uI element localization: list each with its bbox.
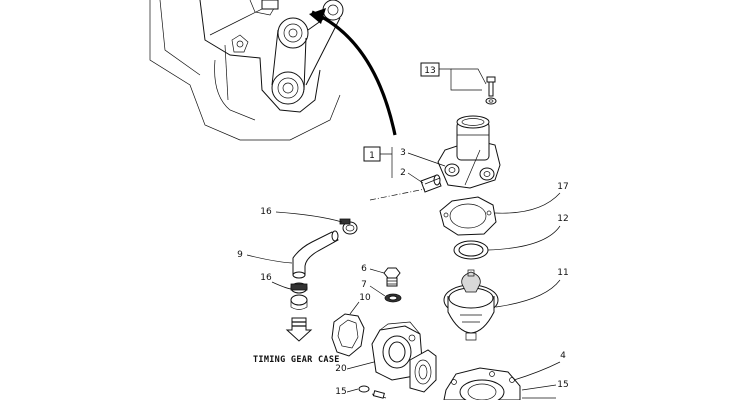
gasket-10: [331, 313, 365, 357]
housing-cover-4: [443, 367, 521, 400]
clamp-16-lower: [290, 282, 308, 310]
callout-20: 20: [335, 364, 347, 374]
crank-pulley: [271, 71, 305, 105]
alternator-pulley: [322, 0, 344, 21]
bolt-13: [485, 76, 497, 105]
timing-gear-case-label: TIMING GEAR CASE: [253, 355, 340, 365]
callout-10: 10: [359, 293, 371, 303]
callout-11: 11: [557, 268, 568, 278]
thermostat-11: [443, 269, 499, 341]
callout-7: 7: [361, 280, 367, 290]
location-arrow: [311, 10, 397, 136]
gasket-17: [439, 196, 497, 236]
drive-belt: [271, 17, 341, 91]
plug-6: [383, 267, 401, 287]
callout-16-upper: 16: [260, 207, 272, 217]
callout-12: 12: [557, 214, 568, 224]
clamp-16-upper: [339, 218, 358, 235]
callout-box-13: [420, 62, 440, 77]
down-arrow-icon: [285, 317, 313, 342]
housing-20: [371, 321, 437, 393]
callout-9: 9: [237, 250, 243, 260]
washer-7: [384, 293, 402, 303]
seal-ring-12: [453, 240, 489, 260]
callout-4: 4: [560, 351, 566, 361]
callout-17: 17: [557, 182, 568, 192]
engine-block: [149, 0, 344, 141]
callout-6: 6: [361, 264, 367, 274]
callout-15-right: 15: [557, 380, 568, 390]
callout-2: 2: [400, 168, 406, 178]
adapter-2: [420, 174, 442, 193]
callout-1: 1: [369, 151, 375, 161]
fan-pulley: [277, 17, 309, 49]
callout-13: 13: [424, 66, 435, 76]
water-outlet-housing: [437, 115, 501, 189]
callout-16-lower: 16: [260, 273, 272, 283]
callout-15-left: 15: [335, 387, 346, 397]
hose-9: [292, 230, 339, 279]
callout-3: 3: [400, 148, 406, 158]
bolt-15-left: [358, 385, 387, 399]
